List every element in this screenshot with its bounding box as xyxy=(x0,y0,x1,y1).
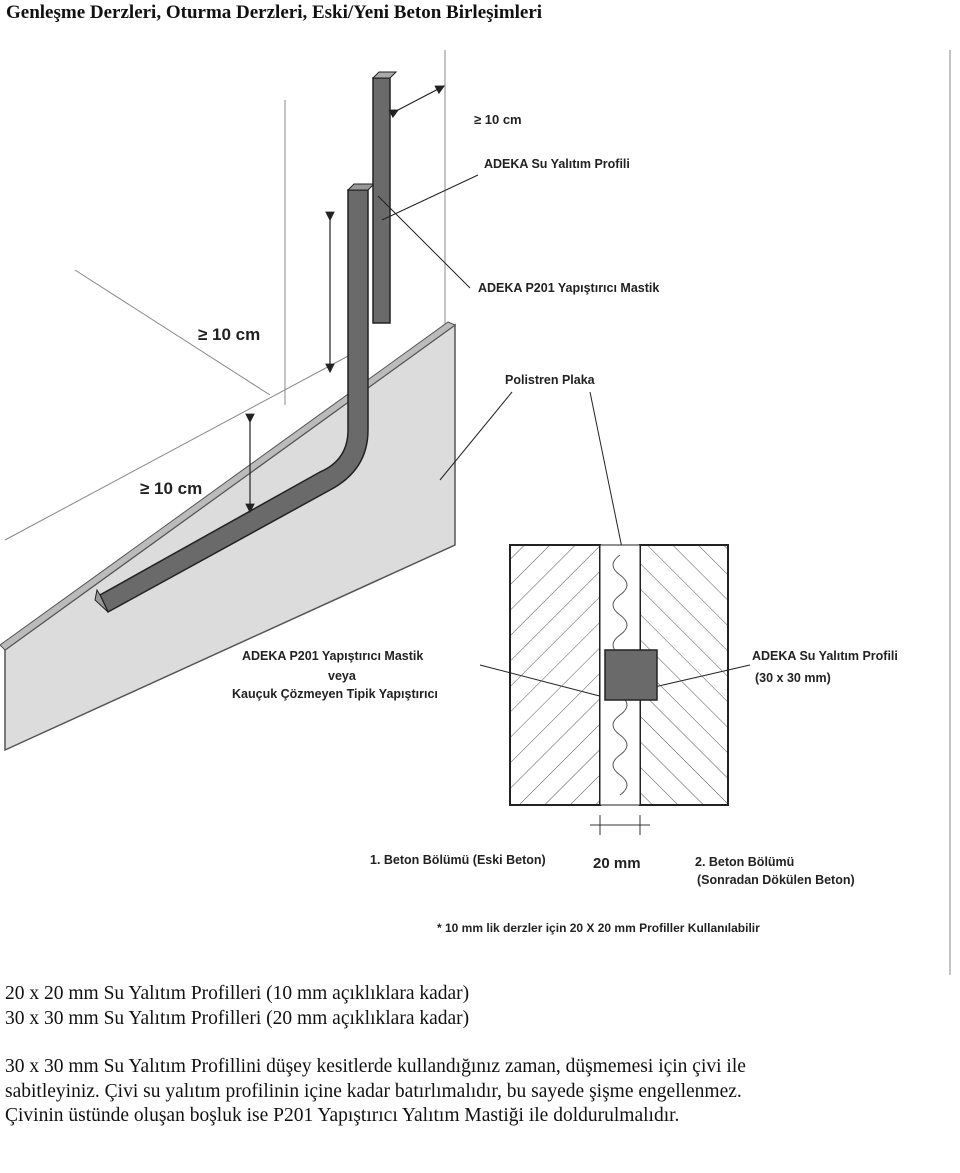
background-wall-lines xyxy=(4,50,951,975)
joint-cross-section xyxy=(509,544,729,835)
dimension-arrows xyxy=(245,85,446,514)
note-paragraph-line-2: sabitleyiniz. Çivi su yalıtım profilinin… xyxy=(5,1080,742,1102)
spacer xyxy=(5,1031,955,1055)
note-paragraph-line-1: 30 x 30 mm Su Yalıtım Profillini düşey k… xyxy=(5,1056,746,1077)
min-distance-low-label: ≥ 10 cm xyxy=(140,479,202,498)
mastic-bottom-label-3: Kauçuk Çözmeyen Tipik Yapıştırıcı xyxy=(232,687,438,701)
note-line-2: 30 x 30 mm Su Yalıtım Profilleri (20 mm … xyxy=(5,1007,470,1029)
section-1-label: 1. Beton Bölümü (Eski Beton) xyxy=(370,853,546,867)
section-2-label-2: (Sonradan Dökülen Beton) xyxy=(697,873,855,887)
mastic-bottom-label-2: veya xyxy=(328,669,357,683)
mastic-bottom-label-1: ADEKA P201 Yapıştırıcı Mastik xyxy=(242,649,423,663)
section-2-label-1: 2. Beton Bölümü xyxy=(695,855,794,869)
mastic-top-label: ADEKA P201 Yapıştırıcı Mastik xyxy=(478,281,659,295)
notes: 20 x 20 mm Su Yalıtım Profilleri (10 mm … xyxy=(5,982,955,1129)
polystyrene-label: Polistren Plaka xyxy=(505,373,596,387)
note-line-1: 20 x 20 mm Su Yalıtım Profilleri (10 mm … xyxy=(5,983,470,1004)
min-distance-top-label: ≥ 10 cm xyxy=(474,112,522,127)
profile-section-label-1: ADEKA Su Yalıtım Profili xyxy=(752,649,898,663)
page-title: Genleşme Derzleri, Oturma Derzleri, Eski… xyxy=(6,2,543,23)
min-distance-mid-label: ≥ 10 cm xyxy=(198,325,260,344)
note-paragraph-line-3: Çivinin üstünde oluşan boşluk ise P201 Y… xyxy=(5,1105,680,1126)
profile-top-label: ADEKA Su Yalıtım Profili xyxy=(484,157,630,171)
gap-dimension-label: 20 mm xyxy=(593,855,641,872)
footnote-label: * 10 mm lik derzler için 20 X 20 mm Prof… xyxy=(437,921,760,935)
water-stop-profile-upper xyxy=(371,71,398,324)
joint-diagram: ≥ 10 cm ADEKA Su Yalıtım Profili ADEKA P… xyxy=(0,50,951,975)
profile-section-label-2: (30 x 30 mm) xyxy=(755,671,831,685)
